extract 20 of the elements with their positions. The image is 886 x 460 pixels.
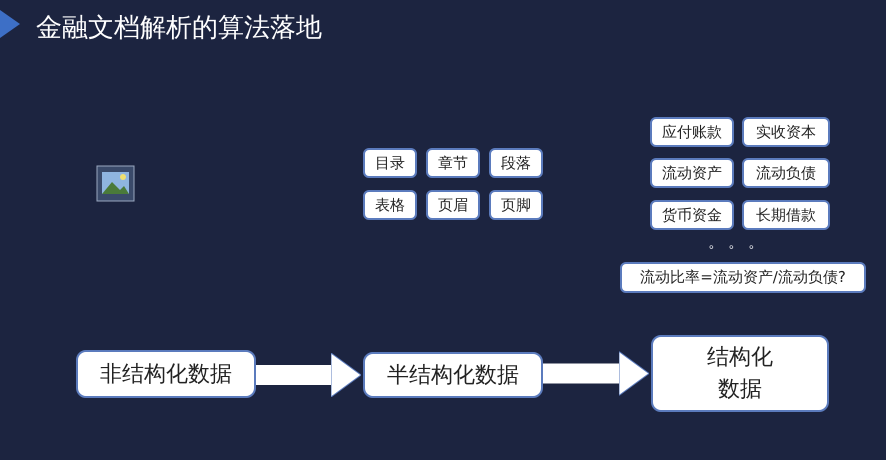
term-box: 页脚: [489, 190, 543, 220]
data-box: 半结构化数据: [363, 352, 543, 398]
term-box: 流动负债: [742, 158, 830, 188]
data-box: 非结构化数据: [76, 350, 256, 398]
block-arrow: [256, 352, 362, 398]
data-box: 结构化数据: [651, 335, 829, 412]
term-box: 页眉: [426, 190, 480, 220]
term-box: 流动资产: [650, 158, 734, 188]
ellipsis-label: 。。。: [708, 232, 768, 253]
title: 金融文档解析的算法落地: [36, 12, 322, 45]
term-box: 段落: [489, 148, 543, 178]
term-box: 应付账款: [650, 117, 734, 147]
term-box: 流动比率=流动资产/流动负债?: [620, 262, 866, 293]
term-box: 实收资本: [742, 117, 830, 147]
term-box: 章节: [426, 148, 480, 178]
term-box: 长期借款: [742, 200, 830, 230]
term-box: 目录: [363, 148, 417, 178]
block-arrow: [543, 351, 650, 396]
term-box: 货币资金: [650, 200, 734, 230]
term-box: 表格: [363, 190, 417, 220]
